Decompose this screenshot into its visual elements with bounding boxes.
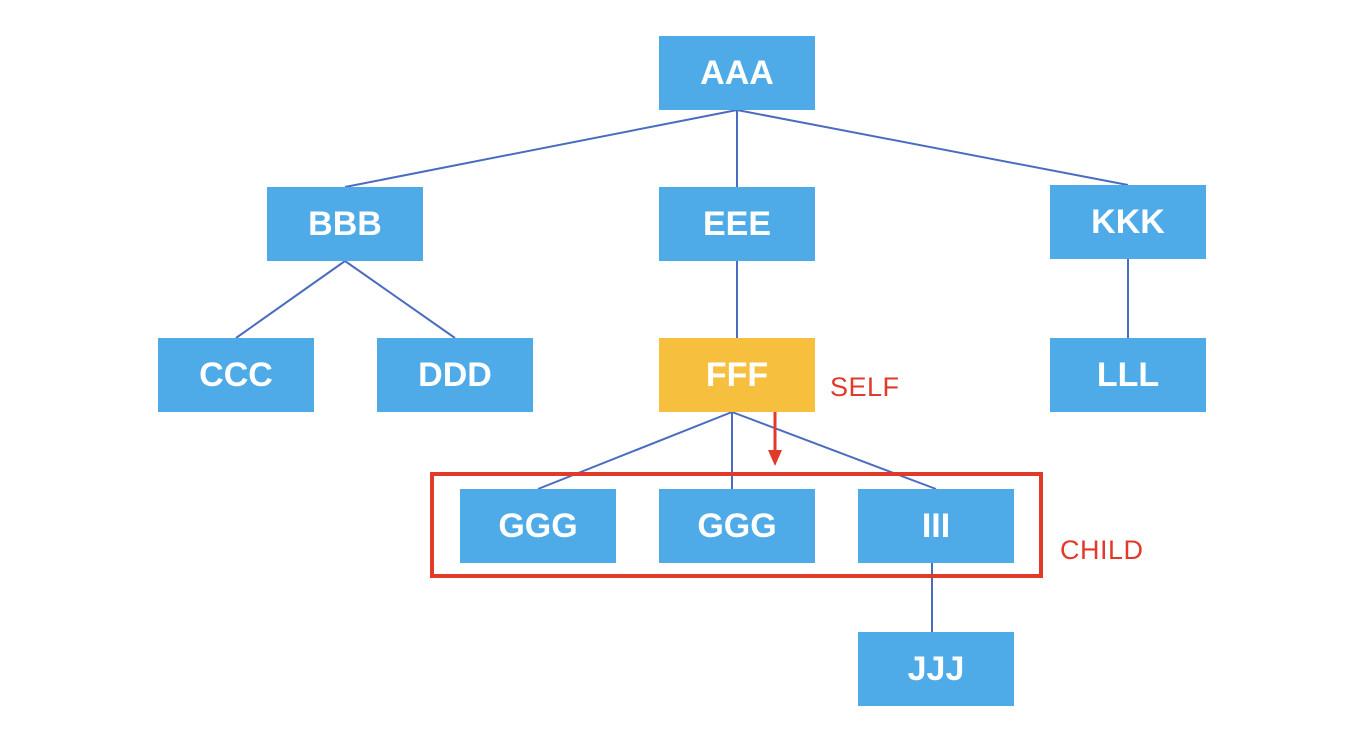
node-ggg-1: GGG	[460, 489, 616, 563]
node-ggg-2: GGG	[659, 489, 815, 563]
node-bbb: BBB	[267, 187, 423, 261]
edge-fff-ggg-1	[537, 411, 733, 490]
node-aaa: AAA	[659, 36, 815, 110]
edge-aaa-bbb	[344, 109, 738, 188]
node-jjj: JJJ	[858, 632, 1014, 706]
edge-bbb-ddd	[344, 260, 456, 339]
edge-aaa-kkk	[736, 109, 1129, 186]
node-fff-self: FFF	[659, 338, 815, 412]
child-label: CHILD	[1060, 535, 1144, 565]
self-arrow-head	[768, 450, 782, 466]
node-ccc: CCC	[158, 338, 314, 412]
edge-fff-iii	[731, 411, 937, 490]
node-iii: III	[858, 489, 1014, 563]
self-label: SELF	[830, 372, 900, 402]
edge-bbb-ccc	[235, 260, 346, 339]
child-highlight-box	[430, 472, 1043, 578]
node-ddd: DDD	[377, 338, 533, 412]
node-kkk: KKK	[1050, 185, 1206, 259]
node-lll: LLL	[1050, 338, 1206, 412]
node-eee: EEE	[659, 187, 815, 261]
